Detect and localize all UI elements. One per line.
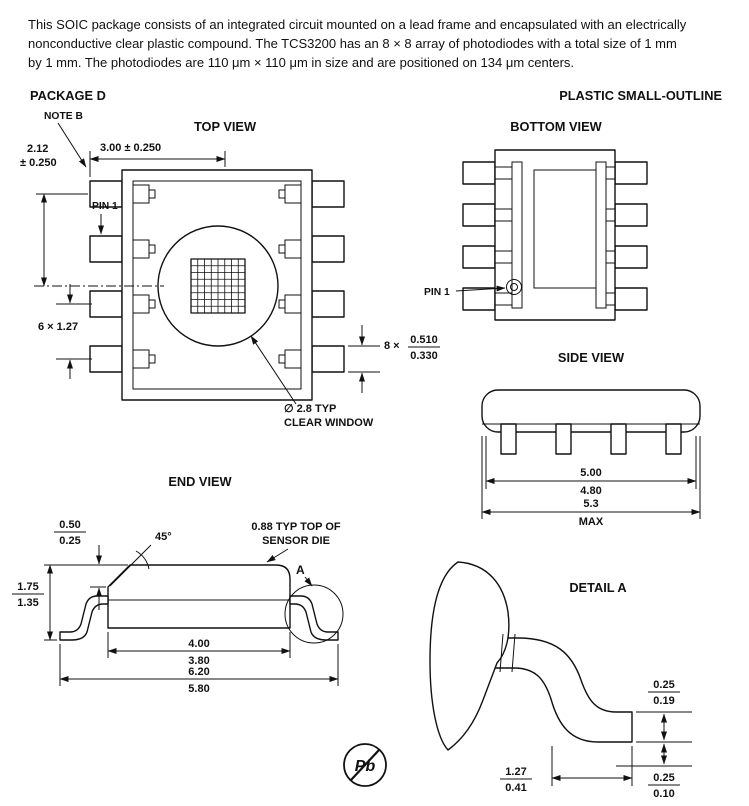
lead-pin [614, 161, 648, 185]
lead-pin [462, 161, 496, 185]
lead-pin [555, 423, 572, 455]
body-width-min: 3.80 [188, 655, 209, 667]
gull-wing-lead-right [289, 595, 339, 641]
lead-thickness-max: 0.25 [653, 679, 674, 691]
package-d-heading: PACKAGE D [30, 88, 106, 103]
pin1-label: PIN 1 [92, 201, 118, 212]
clear-window-circle [157, 225, 279, 347]
top-view-title: TOP VIEW [194, 119, 257, 134]
lead-pin [89, 345, 123, 373]
height-max: 1.75 [17, 581, 38, 593]
section-tick [511, 633, 516, 673]
foot-length-max: 1.27 [505, 766, 526, 778]
description-line-1: This SOIC package consists of an integra… [28, 17, 687, 32]
lead-pin [610, 423, 627, 455]
lead-pin [89, 290, 123, 318]
gull-wing-lead-left [59, 595, 109, 641]
lead-width-min: 0.330 [410, 350, 438, 362]
lead-pin [614, 245, 648, 269]
lead-pin [89, 180, 123, 208]
note-b-label: NOTE B [44, 111, 83, 122]
lead-pin [462, 203, 496, 227]
lead-pin [311, 345, 345, 373]
lead-pin [462, 287, 496, 311]
package-body-outline [107, 564, 291, 629]
sensor-die-note-1: 0.88 TYP TOP OF [251, 521, 341, 533]
pin1-dimple [506, 279, 522, 295]
lead-width-max: 0.510 [410, 334, 438, 346]
bottom-view: BOTTOM VIEW PIN 1 [424, 119, 648, 321]
side-view: SIDE VIEW 5.00 4.80 5.3 MAX [481, 350, 701, 528]
lead-frame-pattern [494, 161, 616, 309]
description-line-2: nonconductive clear plastic compound. Th… [28, 35, 677, 51]
package-body-outline [494, 149, 616, 321]
end-view: END VIEW 0.50 0.25 45° 0.88 TYP TOP OF S… [12, 474, 344, 695]
pb-free-mark: Pb [343, 743, 387, 787]
description-line-3: by 1 mm. The photodiodes are 110 μm × 11… [28, 54, 575, 70]
detail-lead-outline [489, 637, 633, 743]
height-min: 1.35 [17, 597, 38, 609]
standoff-max: 0.25 [653, 772, 674, 784]
detail-a-dimensions: 0.25 0.19 0.25 0.10 1.27 0.41 [500, 679, 692, 800]
detail-a-callout-circle [284, 584, 344, 644]
lead-pin [311, 180, 345, 208]
body-length-min: 4.80 [580, 485, 601, 497]
bottom-view-title: BOTTOM VIEW [510, 119, 602, 134]
dim-pitch-label: 6 × 1.27 [38, 321, 78, 333]
side-view-dimensions: 5.00 4.80 5.3 MAX [481, 436, 701, 528]
lead-thickness-min: 0.19 [653, 695, 674, 707]
package-body-outline [481, 389, 701, 433]
lead-frame-fingers [132, 184, 302, 369]
dim-height-value: 2.12 [27, 143, 48, 155]
dim-width-label: 3.00 ± 0.250 [100, 142, 161, 154]
chamfer-min: 0.25 [59, 535, 80, 547]
lead-pin [89, 235, 123, 263]
foot-length-min: 0.41 [505, 782, 526, 794]
package-body-outline [121, 169, 313, 401]
end-view-dimensions: 0.50 0.25 45° 0.88 TYP TOP OF SENSOR DIE… [12, 519, 341, 695]
package-body-inner [132, 180, 302, 390]
body-length-max: 5.00 [580, 467, 601, 479]
overall-length-qualifier: MAX [579, 516, 604, 528]
chamfer-angle: 45° [155, 531, 172, 543]
package-description: This SOIC package consists of an integra… [28, 16, 740, 73]
top-view-dimensions: 3.00 ± 0.250 NOTE B 2.12 ± 0.250 PIN 1 6… [20, 111, 440, 429]
lead-pin [614, 203, 648, 227]
lead-pin [311, 235, 345, 263]
overall-length-max: 5.3 [583, 498, 598, 510]
clear-window-label: CLEAR WINDOW [284, 417, 374, 429]
lead-span-min: 5.80 [188, 683, 209, 695]
detail-a-title: DETAIL A [569, 580, 626, 595]
photodiode-grid-horizontal [191, 265, 245, 307]
detail-a: DETAIL A 0.25 0.19 0.25 0.10 1.27 0.41 [429, 561, 692, 800]
pin1-dimple-inner [510, 283, 518, 291]
pb-free-circle [343, 743, 387, 787]
lead-width-count: 8 × [384, 340, 400, 352]
end-view-title: END VIEW [168, 474, 232, 489]
section-tick [499, 633, 504, 673]
lead-pin [500, 423, 517, 455]
lead-pin [462, 245, 496, 269]
plastic-small-outline-heading: PLASTIC SMALL-OUTLINE [559, 88, 722, 103]
body-width-max: 4.00 [188, 638, 209, 650]
standoff-min: 0.10 [653, 788, 674, 800]
lead-pin [311, 290, 345, 318]
lead-pin [614, 287, 648, 311]
clear-window-diameter: ∅ 2.8 TYP [284, 403, 336, 415]
chamfer-max: 0.50 [59, 519, 80, 531]
sensor-die-note-2: SENSOR DIE [262, 535, 330, 547]
pb-slash [350, 749, 380, 781]
top-view: TOP VIEW 3.00 ± 0.250 [20, 111, 440, 429]
lead-pin [665, 423, 682, 455]
lead-span-max: 6.20 [188, 666, 209, 678]
pin1-label: PIN 1 [424, 287, 450, 298]
detail-body-outline [429, 561, 510, 751]
detail-a-reference: A [296, 563, 305, 577]
dim-height-tolerance: ± 0.250 [20, 157, 57, 169]
side-view-title: SIDE VIEW [558, 350, 625, 365]
